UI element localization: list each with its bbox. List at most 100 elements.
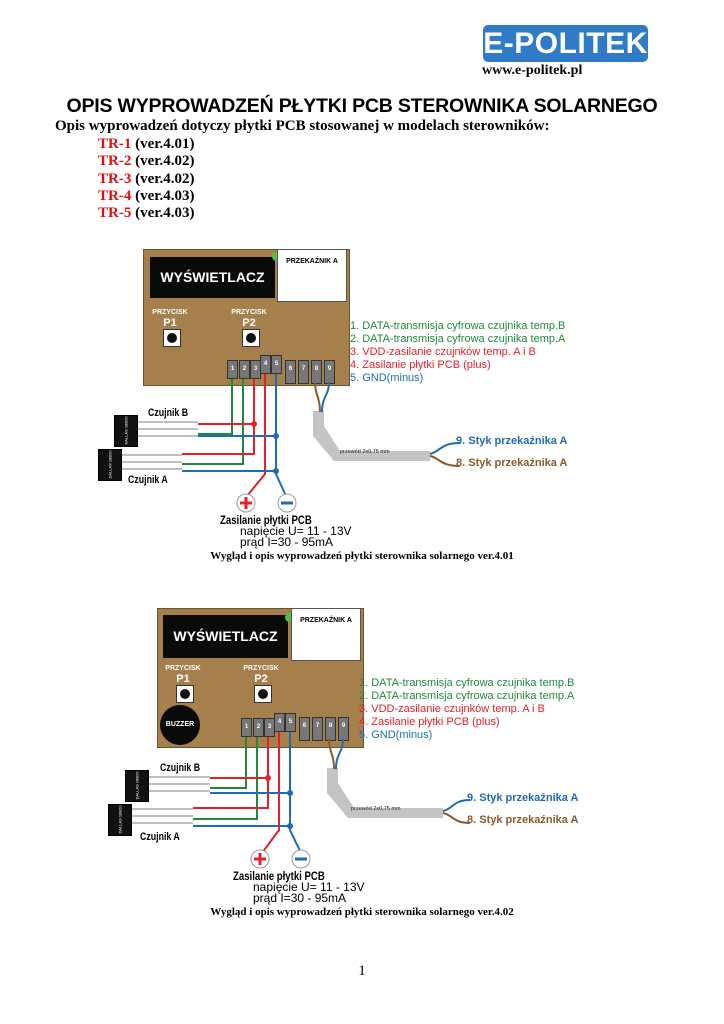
button-p1 [163, 329, 181, 347]
model-code: TR-4 [98, 187, 132, 204]
sensor-a-label: Czujnik A [128, 474, 168, 486]
status-led [272, 252, 281, 261]
button-p2-id: P2 [242, 317, 256, 329]
website-url[interactable]: www.e-politek.pl [482, 63, 583, 78]
model-code: TR-2 [98, 153, 132, 170]
brand-logo: E-POLITEK [483, 25, 648, 62]
junction-gnd-a [273, 468, 279, 474]
model-version: (ver.4.01) [135, 136, 195, 152]
sensor-a-chip: DALLAS 18B20 [98, 449, 122, 481]
pin-2: 2 [239, 360, 250, 379]
legend-item: 3. VDD-zasilanie czujnków temp. A i B [359, 703, 545, 715]
pin-6: 6 [285, 360, 296, 384]
legend-item: 2. DATA-transmisja cyfrowa czujnika temp… [350, 333, 566, 345]
model-version: (ver.4.03) [135, 205, 195, 222]
wire-pin1-green [198, 379, 233, 435]
model-item: TR-4 (ver.4.03) [98, 188, 195, 205]
sensor-leads [129, 776, 210, 824]
junction-gnd-b [287, 790, 293, 796]
sensor-b-label: Czujnik B [148, 407, 189, 419]
legend-item: 4. Zasilanie płytki PCB (plus) [350, 359, 491, 371]
legend-item: 1. DATA-transmisja cyfrowa czujnika temp… [350, 320, 566, 332]
cable-sheath [313, 411, 430, 461]
wire-pin2-green [193, 737, 258, 820]
legend-item: 5. GND(minus) [359, 729, 433, 741]
cable-label: przewód 2x0,75 mm [351, 806, 401, 812]
legend-item: 2. DATA-transmisja cyfrowa czujnika temp… [359, 690, 575, 702]
button-p1 [176, 685, 194, 703]
pin-4: 4 [274, 713, 285, 732]
pin-7: 7 [312, 717, 323, 741]
button-p2-label: PRZYCISK [243, 665, 279, 672]
intro-text: Opis wyprowadzeń dotyczy płytki PCB stos… [55, 118, 550, 134]
power-current: prąd I=30 - 95mA [253, 891, 347, 905]
wire-pin9-blue [321, 381, 461, 455]
model-item: TR-1 (ver.4.01) [98, 136, 195, 153]
model-version: (ver.4.02) [135, 153, 195, 170]
pin-1: 1 [241, 718, 252, 737]
page-title: OPIS WYPROWADZEŃ PŁYTKI PCB STEROWNIKA S… [66, 95, 658, 117]
pin-5: 5 [285, 713, 296, 732]
junction-gnd-a [287, 823, 293, 829]
sensor-a-chip: DALLAS 18B20 [108, 804, 132, 836]
wiring-diagram [118, 374, 461, 513]
sensor-b-chip: DALLAS 18B20 [114, 415, 138, 447]
pcb-diagram-ver401: WYŚWIETLACZ PRZEKAŹNIK A PRZYCISK P1 PRZ… [98, 246, 600, 549]
figure-caption: Wygląd i opis wyprowadzeń płytki sterown… [210, 906, 514, 918]
power-title: Zasilanie płytki PCB [220, 513, 312, 527]
wire-pin9-blue [335, 738, 471, 812]
display-block: WYŚWIETLACZ [150, 257, 275, 298]
model-code: TR-3 [98, 170, 132, 187]
model-version: (ver.4.03) [135, 187, 195, 204]
wire-pin4-red [246, 374, 266, 497]
wire-pin5-blue [289, 732, 302, 854]
power-voltage: napięcie U= 11 - 13V [253, 880, 365, 894]
button-p2-label: PRZYCISK [231, 309, 267, 316]
minus-terminal-icon [277, 493, 297, 513]
relay-contact-8: 8. Styk przekaźnika A [456, 457, 568, 469]
junction-vdd [251, 421, 257, 427]
sensor-b-chip: DALLAS 18B20 [125, 770, 149, 802]
relay-block: PRZEKAŹNIK A [291, 608, 361, 661]
wire-pin3-red [182, 379, 255, 455]
status-led [285, 613, 294, 622]
button-p1-label: PRZYCISK [165, 665, 201, 672]
wire-pin3-red [193, 737, 269, 809]
model-item: TR-5 (ver.4.03) [98, 205, 195, 222]
pin-2: 2 [253, 718, 264, 737]
cable-sheath [327, 768, 443, 818]
pin-7: 7 [298, 360, 309, 384]
button-p1-id: P1 [176, 673, 190, 685]
relay-block: PRZEKAŹNIK A [277, 249, 347, 302]
relay-contact-9: 9. Styk przekaźnika A [456, 435, 568, 447]
power-current: prąd I=30 - 95mA [240, 535, 334, 549]
pin-1: 1 [227, 360, 238, 379]
pin-4: 4 [260, 355, 271, 374]
sensor-a-label: Czujnik A [140, 831, 180, 843]
model-item: TR-3 (ver.4.02) [98, 171, 195, 188]
pin-8: 8 [311, 360, 322, 384]
model-code: TR-1 [98, 136, 132, 152]
pin-8: 8 [325, 717, 336, 741]
button-p2 [242, 329, 260, 347]
model-code: TR-5 [98, 205, 132, 222]
wire-pin4-red [261, 732, 280, 854]
wiring-diagram [129, 732, 471, 869]
button-p1-id: P1 [163, 317, 177, 329]
legend-item: 1. DATA-transmisja cyfrowa czujnika temp… [359, 677, 575, 689]
pin-legend: 1. DATA-transmisja cyfrowa czujnika temp… [350, 320, 565, 385]
button-p2-id: P2 [254, 673, 268, 685]
wire-pin8-brown [314, 381, 461, 467]
page-number: 1 [358, 963, 366, 979]
display-block: WYŚWIETLACZ [163, 615, 288, 658]
wire-pin1-green [210, 737, 247, 789]
junction-vdd [265, 775, 271, 781]
plus-terminal-icon [250, 849, 270, 869]
legend-item: 5. GND(minus) [350, 372, 424, 384]
model-item: TR-2 (ver.4.02) [98, 153, 195, 170]
pin-5: 5 [271, 355, 282, 374]
legend-item: 4. Zasilanie płytki PCB (plus) [359, 716, 500, 728]
model-version: (ver.4.02) [135, 170, 195, 187]
relay-contact-8: 8. Styk przekaźnika A [467, 814, 579, 826]
pin-legend: 1. DATA-transmisja cyfrowa czujnika temp… [359, 677, 574, 742]
